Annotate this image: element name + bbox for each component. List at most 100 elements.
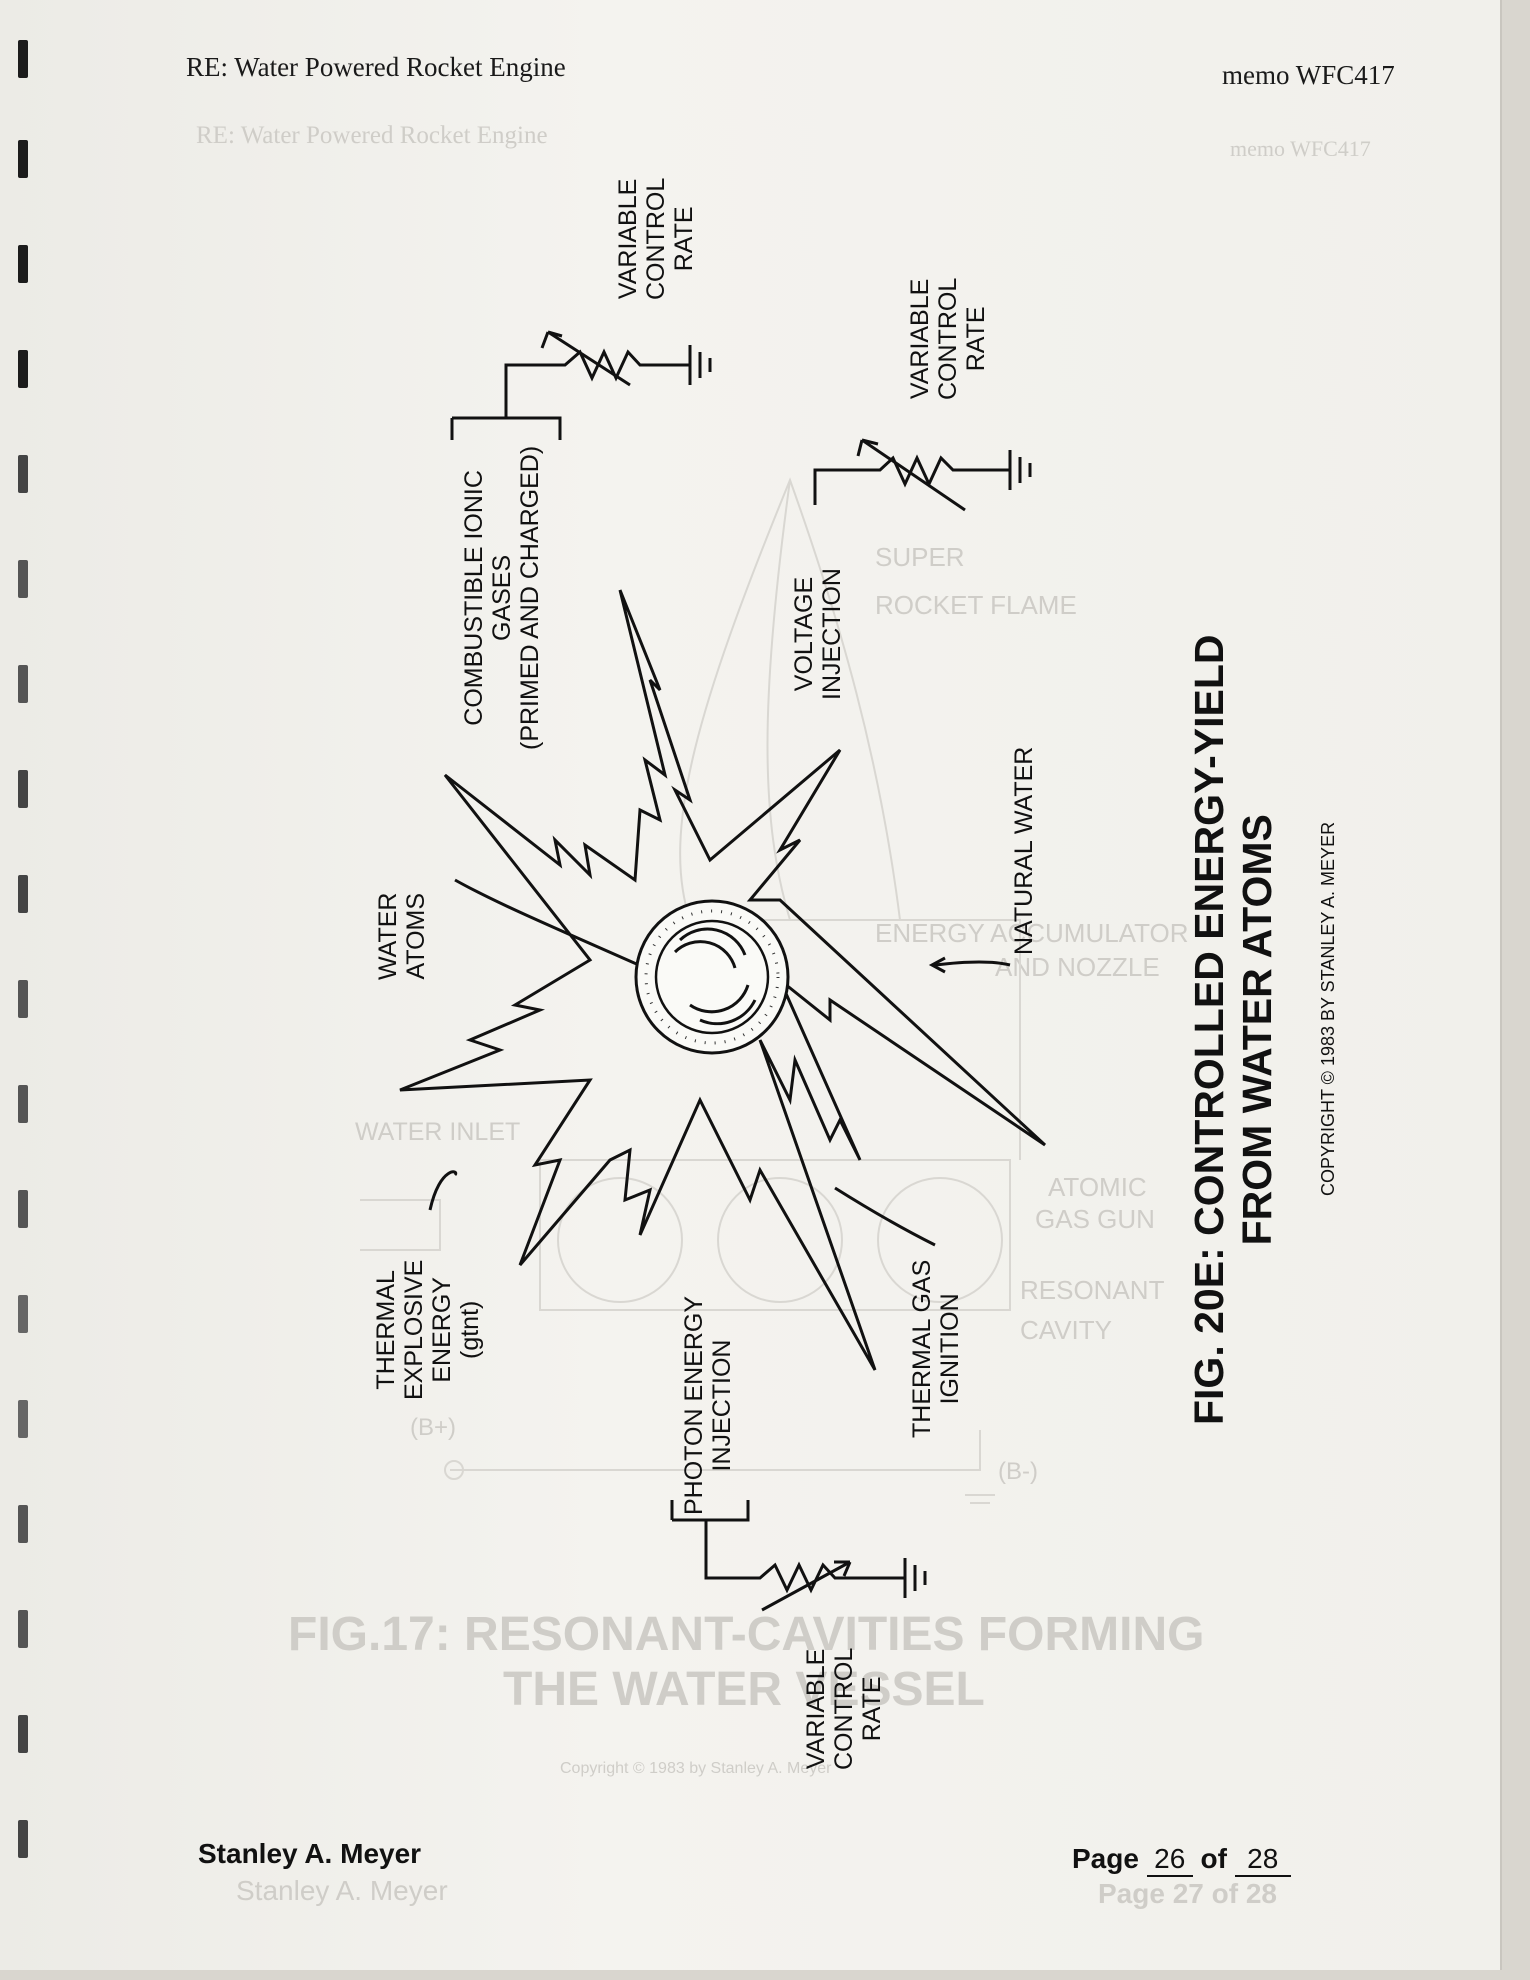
vcr-top-line1: VARIABLE [614, 178, 642, 300]
ghost-page: Page 27 of 28 [1098, 1878, 1277, 1909]
combustible-line3: (PRIMED AND CHARGED) [516, 445, 544, 750]
label-variable-control-rate-top: VARIABLE CONTROL RATE [614, 178, 698, 300]
vcr-right-line3: RATE [962, 306, 990, 372]
ground-bottom [903, 1558, 927, 1598]
page-total: 28 [1234, 1843, 1291, 1877]
ghost-rocket-flame: ROCKET FLAME [875, 590, 1077, 620]
label-water-atoms: WATER ATOMS [374, 893, 430, 981]
label-thermal-explosive-energy: THERMAL EXPLOSIVE ENERGY (gtnt) [372, 1260, 484, 1400]
binding-hole [18, 245, 28, 283]
footer-page-number: Page 26 of 28 [1072, 1843, 1291, 1877]
binding-hole [18, 1715, 28, 1753]
figure-title-line2: FROM WATER ATOMS [1234, 814, 1280, 1246]
resistor-right [813, 454, 1010, 505]
figure-copyright: COPYRIGHT © 1983 BY STANLEY A. MEYER [1318, 821, 1338, 1196]
ghost-resonant: RESONANT [1020, 1275, 1165, 1305]
label-thermal-gas-ignition: THERMAL GAS IGNITION [908, 1260, 964, 1438]
binding-hole [18, 1610, 28, 1648]
combustible-line2: GASES [488, 554, 516, 641]
figure-caption: FIG. 20E: CONTROLLED ENERGY-YIELD FROM W… [1185, 635, 1281, 1425]
resistor-top-arrow [547, 330, 631, 387]
spiral-binding [18, 20, 40, 1960]
resistor-right-arrowhead [856, 438, 879, 457]
explosion-lightning-outline [399, 589, 1047, 1371]
water-atoms-line1: WATER [374, 892, 402, 981]
ghost-atomic: ATOMIC [1048, 1172, 1147, 1202]
ghost-header-memo: memo WFC417 [1230, 136, 1371, 161]
vcr-top-line2: CONTROL [642, 177, 670, 300]
leader-natural-water [934, 960, 1011, 967]
resistor-bottom [704, 1520, 905, 1594]
binding-hole [18, 665, 28, 703]
binding-hole [18, 560, 28, 598]
binding-hole [18, 1085, 28, 1123]
ghost-author: Stanley A. Meyer [236, 1875, 448, 1906]
thermal-explosive-line3: ENERGY [428, 1277, 456, 1383]
vcr-top-line3: RATE [670, 206, 698, 272]
leader-natural-water-arrowhead [928, 956, 946, 974]
label-variable-control-rate-bottom: VARIABLE CONTROL RATE [802, 1648, 886, 1770]
atom-arc-3 [689, 984, 750, 1014]
thermal-explosive-line2: EXPLOSIVE [400, 1259, 428, 1400]
ground-right [1008, 450, 1032, 490]
leader-thermal-gas [834, 1186, 936, 1247]
binding-hole [18, 770, 28, 808]
photon-line2: INJECTION [708, 1339, 736, 1472]
thermal-explosive-line1: THERMAL [372, 1270, 400, 1390]
document-page: RE: Water Powered Rocket Engine memo WFC… [0, 0, 1502, 1970]
page-of: of [1200, 1843, 1227, 1874]
resistor-bottom-arrowhead [834, 1560, 852, 1577]
label-natural-water: NATURAL WATER [1010, 747, 1038, 955]
bracket-bottom [670, 1500, 750, 1522]
ghost-cavity: CAVITY [1020, 1315, 1112, 1345]
thermal-gas-line1: THERMAL GAS [908, 1259, 936, 1438]
combustible-line1: COMBUSTIBLE IONIC [460, 470, 488, 726]
ghost-fig17-line2: THE WATER VESSEL [503, 1663, 985, 1716]
circuit-lines [428, 330, 1032, 1612]
ghost-nozzle: AND NOZZLE [995, 952, 1160, 982]
binding-hole [18, 1505, 28, 1543]
natural-water-line1: NATURAL WATER [1010, 746, 1038, 955]
resistor-right-arrow [861, 438, 966, 512]
binding-hole [18, 455, 28, 493]
label-variable-control-rate-right: VARIABLE CONTROL RATE [906, 278, 990, 400]
photon-line1: PHOTON ENERGY [680, 1295, 708, 1515]
ghost-super: SUPER [875, 542, 965, 572]
atom-arc-1 [678, 927, 747, 956]
binding-hole [18, 350, 28, 388]
water-atoms-line2: ATOMS [402, 892, 430, 980]
ghost-header-title: RE: Water Powered Rocket Engine [196, 122, 548, 149]
binding-hole [18, 40, 28, 78]
header-memo: memo WFC417 [1222, 60, 1395, 90]
atom-stipple [644, 909, 780, 1045]
vcr-right-line2: CONTROL [934, 277, 962, 400]
bracket-top [450, 416, 562, 440]
atom-arc-2 [673, 940, 737, 969]
binding-hole [18, 875, 28, 913]
leader-thermal-explosive [428, 1170, 458, 1211]
page-current: 26 [1146, 1843, 1193, 1877]
footer-author: Stanley A. Meyer [198, 1838, 422, 1869]
voltage-line1: VOLTAGE [790, 576, 818, 692]
label-combustible-ionic-gases: COMBUSTIBLE IONIC GASES (PRIMED AND CHAR… [460, 446, 544, 750]
binding-hole [18, 1820, 28, 1858]
ghost-energy-accumulator: ENERGY ACCUMULATOR [875, 918, 1189, 948]
binding-hole [18, 1190, 28, 1228]
ghost-b-minus: (B-) [998, 1458, 1038, 1485]
thermal-gas-line2: IGNITION [936, 1293, 964, 1405]
ground-top [688, 345, 712, 385]
ghost-b-plus: (B+) [410, 1414, 457, 1441]
vcr-right-line1: VARIABLE [906, 278, 934, 400]
ghost-water-inlet: WATER INLET [355, 1118, 521, 1146]
page-prefix: Page [1072, 1843, 1139, 1874]
binding-hole [18, 980, 28, 1018]
vcr-bottom-line1: VARIABLE [802, 1648, 830, 1770]
water-atom [634, 899, 790, 1055]
resistor-top-arrowhead [540, 330, 563, 349]
binding-hole [18, 1295, 28, 1333]
thermal-explosive-line4: (gtnt) [456, 1300, 484, 1359]
ghost-drawing [360, 477, 1021, 1504]
voltage-line2: INJECTION [818, 568, 846, 700]
energy-yield-diagram [360, 330, 1047, 1612]
ghost-gas-gun: GAS GUN [1035, 1204, 1155, 1234]
